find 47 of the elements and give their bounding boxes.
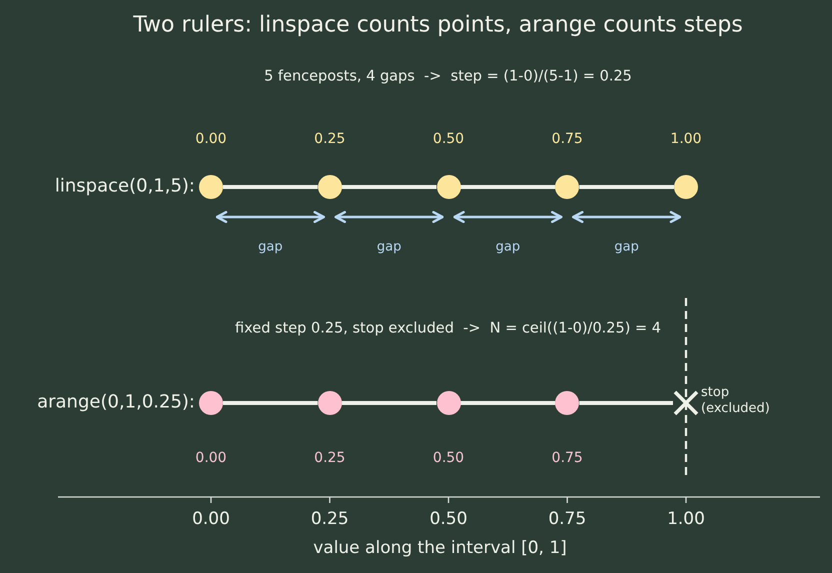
double-arrow — [572, 210, 682, 224]
ruler-line — [223, 185, 318, 189]
value-label: 0.50 — [432, 450, 464, 466]
value-label: 0.75 — [552, 130, 583, 148]
value-label: 1.00 — [670, 130, 702, 148]
ruler-line — [579, 401, 673, 405]
value-label: 0.00 — [195, 130, 227, 148]
annotation: 5 fenceposts, 4 gaps -> step = (1-0)/(5-1) = 0.25 — [264, 68, 632, 86]
annotation: fixed step 0.25, stop excluded -> N = ceil((1-0)/0.25) = 4 — [234, 320, 662, 338]
point-icon — [555, 175, 580, 199]
point-icon — [199, 391, 223, 415]
double-arrow — [334, 210, 444, 224]
row-label: linspace(0,1,5): — [54, 176, 195, 198]
tick-label: 0.00 — [192, 510, 230, 530]
x-mark-icon — [673, 390, 699, 416]
value-label: 0.25 — [314, 450, 346, 466]
double-arrow — [216, 210, 325, 224]
axis-title: value along the interval [0, 1] — [313, 539, 567, 559]
chart-title: Two rulers: linspace counts points, arange counts steps — [133, 12, 743, 38]
ruler-line — [579, 185, 674, 189]
point-icon — [318, 391, 342, 415]
value-label: 0.25 — [314, 130, 346, 148]
ruler-line — [342, 185, 436, 189]
point-icon — [199, 175, 223, 199]
row-label: arange(0,1,0.25): — [37, 392, 195, 414]
value-label: 0.00 — [195, 450, 227, 466]
tick-label: 0.50 — [430, 510, 468, 530]
point-icon — [436, 175, 460, 199]
value-label: 0.50 — [432, 130, 464, 148]
double-arrow — [453, 210, 562, 224]
edge-label: gap — [496, 240, 520, 256]
tick-label: 1.00 — [667, 510, 705, 530]
edge-label: gap — [614, 240, 639, 256]
point-icon — [555, 391, 580, 415]
edge-label: gap — [258, 240, 283, 256]
edge-label: gap — [376, 240, 402, 256]
note-label: stop (excluded) — [701, 384, 770, 418]
point-icon — [436, 391, 460, 415]
point-icon — [674, 175, 698, 199]
ruler-line — [223, 401, 318, 405]
ruler-line — [460, 185, 556, 189]
ruler-line — [342, 401, 436, 405]
tick-label: 0.75 — [548, 510, 586, 530]
tick-label: 0.25 — [310, 510, 349, 530]
point-icon — [318, 175, 342, 199]
ruler-line — [460, 401, 556, 405]
value-label: 0.75 — [552, 450, 583, 466]
